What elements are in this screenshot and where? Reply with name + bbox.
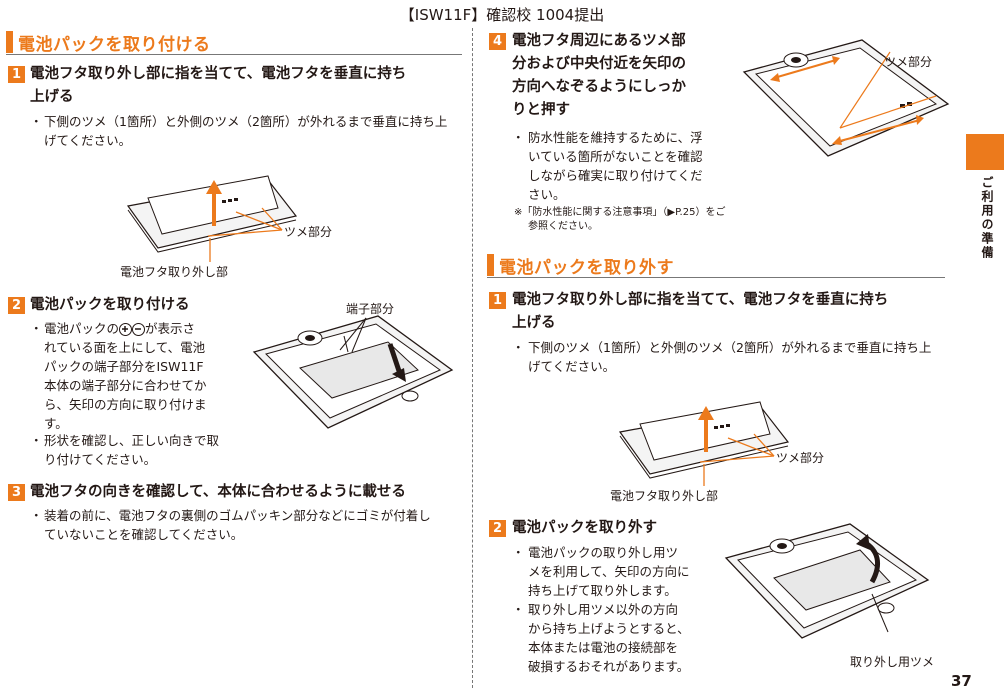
- cover-press-illustration: [740, 38, 952, 160]
- chapter-tab: [966, 134, 1004, 170]
- step-title: 電池フタの向きを確認して、本体に合わせるように載せる: [30, 484, 406, 500]
- step-title: 電池フタ取り外し部に指を当てて、電池フタを垂直に持ち 上げる: [30, 63, 462, 109]
- bullet-line: ていないことを確認してください。: [44, 527, 244, 542]
- column-divider: [472, 28, 473, 688]
- battery-insert-illustration: [248, 312, 456, 432]
- step-number: 2: [8, 297, 25, 314]
- bullet-line: り付けてください。: [44, 452, 157, 467]
- bullet-text: 取り外し用ツメ以外の方向 から持ち上げようとすると、 本体または電池の接続部を …: [528, 600, 718, 676]
- bullet-dot: ・: [512, 545, 525, 560]
- bullet-line: メを利用して、矢印の方向に: [528, 564, 690, 579]
- phone-cover-illustration: [610, 384, 790, 484]
- note-line: ※「防水性能に関する注意事項」（▶P.25）をご: [514, 207, 726, 218]
- bullet-line: 本体または電池の接続部を: [528, 640, 679, 655]
- step-number: 2: [489, 520, 506, 537]
- bullet-line: しながら確実に取り付けてくだ: [528, 168, 703, 183]
- bullet-line: 取り外し用ツメ以外の方向: [528, 602, 679, 617]
- step-title: 電池パックを取り付ける: [30, 297, 190, 313]
- bullet-text: 電池パックの が表示さ れている面を上にして、電池 パックの端子部分をISW11F…: [44, 319, 240, 433]
- bullet-text: 下側のツメ（1箇所）と外側のツメ（2箇所）が外れるまで垂直に持ち上 げてください…: [44, 112, 464, 150]
- bullet-line: ら、矢印の方向に取り付けま: [44, 397, 207, 412]
- bullet-line: 本体の端子部分に合わせてか: [44, 378, 207, 393]
- bullet-line: さい。: [528, 187, 566, 202]
- step-title: 電池パックを取り外す: [512, 520, 657, 536]
- bullet-line: 持ち上げて取り外します。: [528, 583, 677, 598]
- step-title: 電池フタ周辺にあるツメ部 分および中央付近を矢印の 方向へなぞるようにしっか り…: [512, 30, 726, 122]
- step-number: 3: [8, 484, 25, 501]
- page-number: 37: [951, 672, 972, 690]
- bullet-line: げてください。: [44, 133, 132, 148]
- step-title-line: 分および中央付近を矢印の: [512, 56, 686, 72]
- document-header: 【ISW11F】確認校 1004提出: [399, 6, 605, 24]
- section-underline: [487, 277, 945, 278]
- step-title-line: 方向へなぞるようにしっか: [512, 79, 686, 95]
- note-line: 参照ください。: [528, 221, 598, 232]
- bullet-line: れている面を上にして、電池: [44, 340, 206, 355]
- battery-remove-illustration: [722, 520, 932, 642]
- bullet-dot: ・: [30, 433, 43, 448]
- bullet-segment: が表示さ: [145, 321, 196, 336]
- reference-note: ※「防水性能に関する注意事項」（▶P.25）をご 参照ください。: [514, 206, 728, 234]
- bullet-dot: ・: [512, 130, 525, 145]
- section-title: 電池パックを取り付ける: [18, 34, 211, 55]
- section-marker: [6, 31, 13, 53]
- label-terminal: 端子部分: [346, 302, 395, 316]
- bullet-line: 下側のツメ（1箇所）と外側のツメ（2箇所）が外れるまで垂直に持ち上: [528, 340, 932, 355]
- bullet-line: す。: [44, 416, 68, 431]
- bullet-text: 防水性能を維持するために、浮 いている箇所がないことを確認 しながら確実に取り付…: [528, 128, 728, 204]
- bullet-line: パックの端子部分をISW11F: [44, 359, 204, 374]
- bullet-line: 防水性能を維持するために、浮: [528, 130, 703, 145]
- step-title: 電池フタ取り外し部に指を当てて、電池フタを垂直に持ち 上げる: [512, 289, 952, 335]
- callout-lines: [322, 316, 382, 360]
- bullet-text: 形状を確認し、正しい向きで取 り付けてください。: [44, 431, 240, 469]
- callout-lines: [692, 430, 782, 494]
- step-title-line: りと押す: [512, 102, 570, 118]
- bullet-dot: ・: [512, 340, 525, 355]
- section-title: 電池パックを取り外す: [499, 257, 674, 278]
- bullet-line: いている箇所がないことを確認: [528, 149, 703, 164]
- label-tsume: ツメ部分: [776, 451, 825, 465]
- plus-icon: [119, 323, 133, 336]
- section-underline: [6, 54, 462, 55]
- section-heading-attach: 電池パックを取り付ける: [6, 31, 211, 55]
- label-removal-part: 電池フタ取り外し部: [610, 489, 719, 503]
- bullet-dot: ・: [30, 321, 43, 336]
- step-number: 1: [8, 66, 25, 83]
- minus-icon: [132, 323, 146, 336]
- section-marker: [487, 254, 494, 276]
- step-title-line: 上げる: [512, 315, 556, 331]
- bullet-text: 装着の前に、電池フタの裏側のゴムパッキン部分などにゴミが付着し ていないことを確…: [44, 506, 464, 544]
- bullet-segment: 電池パックの: [44, 321, 120, 336]
- step-title-line: 電池フタ周辺にあるツメ部: [512, 33, 686, 49]
- bullet-line: 破損するおそれがあります。: [528, 659, 690, 674]
- chapter-label: ご利用の準備: [980, 176, 994, 260]
- step-title-line: 上げる: [30, 89, 74, 105]
- bullet-text: 下側のツメ（1箇所）と外側のツメ（2箇所）が外れるまで垂直に持ち上 げてください…: [528, 338, 948, 376]
- bullet-line: 装着の前に、電池フタの裏側のゴムパッキン部分などにゴミが付着し: [44, 508, 431, 523]
- bullet-text: 電池パックの取り外し用ツ メを利用して、矢印の方向に 持ち上げて取り外します。: [528, 543, 718, 600]
- bullet-line: 電池パックの が表示さ: [44, 319, 240, 338]
- bullet-line: から持ち上げようとすると、: [528, 621, 690, 636]
- section-heading-remove: 電池パックを取り外す: [487, 254, 674, 278]
- bullet-dot: ・: [30, 508, 43, 523]
- step-title-line: 電池フタ取り外し部に指を当てて、電池フタを垂直に持ち: [512, 292, 889, 308]
- label-removal-part: 電池フタ取り外し部: [120, 265, 229, 279]
- bullet-line: 電池パックの取り外し用ツ: [528, 545, 679, 560]
- step-title-line: 電池フタ取り外し部に指を当てて、電池フタを垂直に持ち: [30, 66, 407, 82]
- bullet-line: 下側のツメ（1箇所）と外側のツメ（2箇所）が外れるまで垂直に持ち上: [44, 114, 448, 129]
- bullet-dot: ・: [512, 602, 525, 617]
- bullet-line: 形状を確認し、正しい向きで取: [44, 433, 220, 448]
- label-tsume: ツメ部分: [884, 55, 933, 69]
- label-removal-tab: 取り外し用ツメ: [850, 655, 935, 669]
- step-number: 1: [489, 292, 506, 309]
- step-number: 4: [489, 33, 506, 50]
- phone-cover-illustration: [118, 158, 298, 258]
- bullet-dot: ・: [30, 114, 43, 129]
- callout-lines: [200, 206, 290, 270]
- label-tsume: ツメ部分: [284, 225, 333, 239]
- bullet-line: げてください。: [528, 359, 616, 374]
